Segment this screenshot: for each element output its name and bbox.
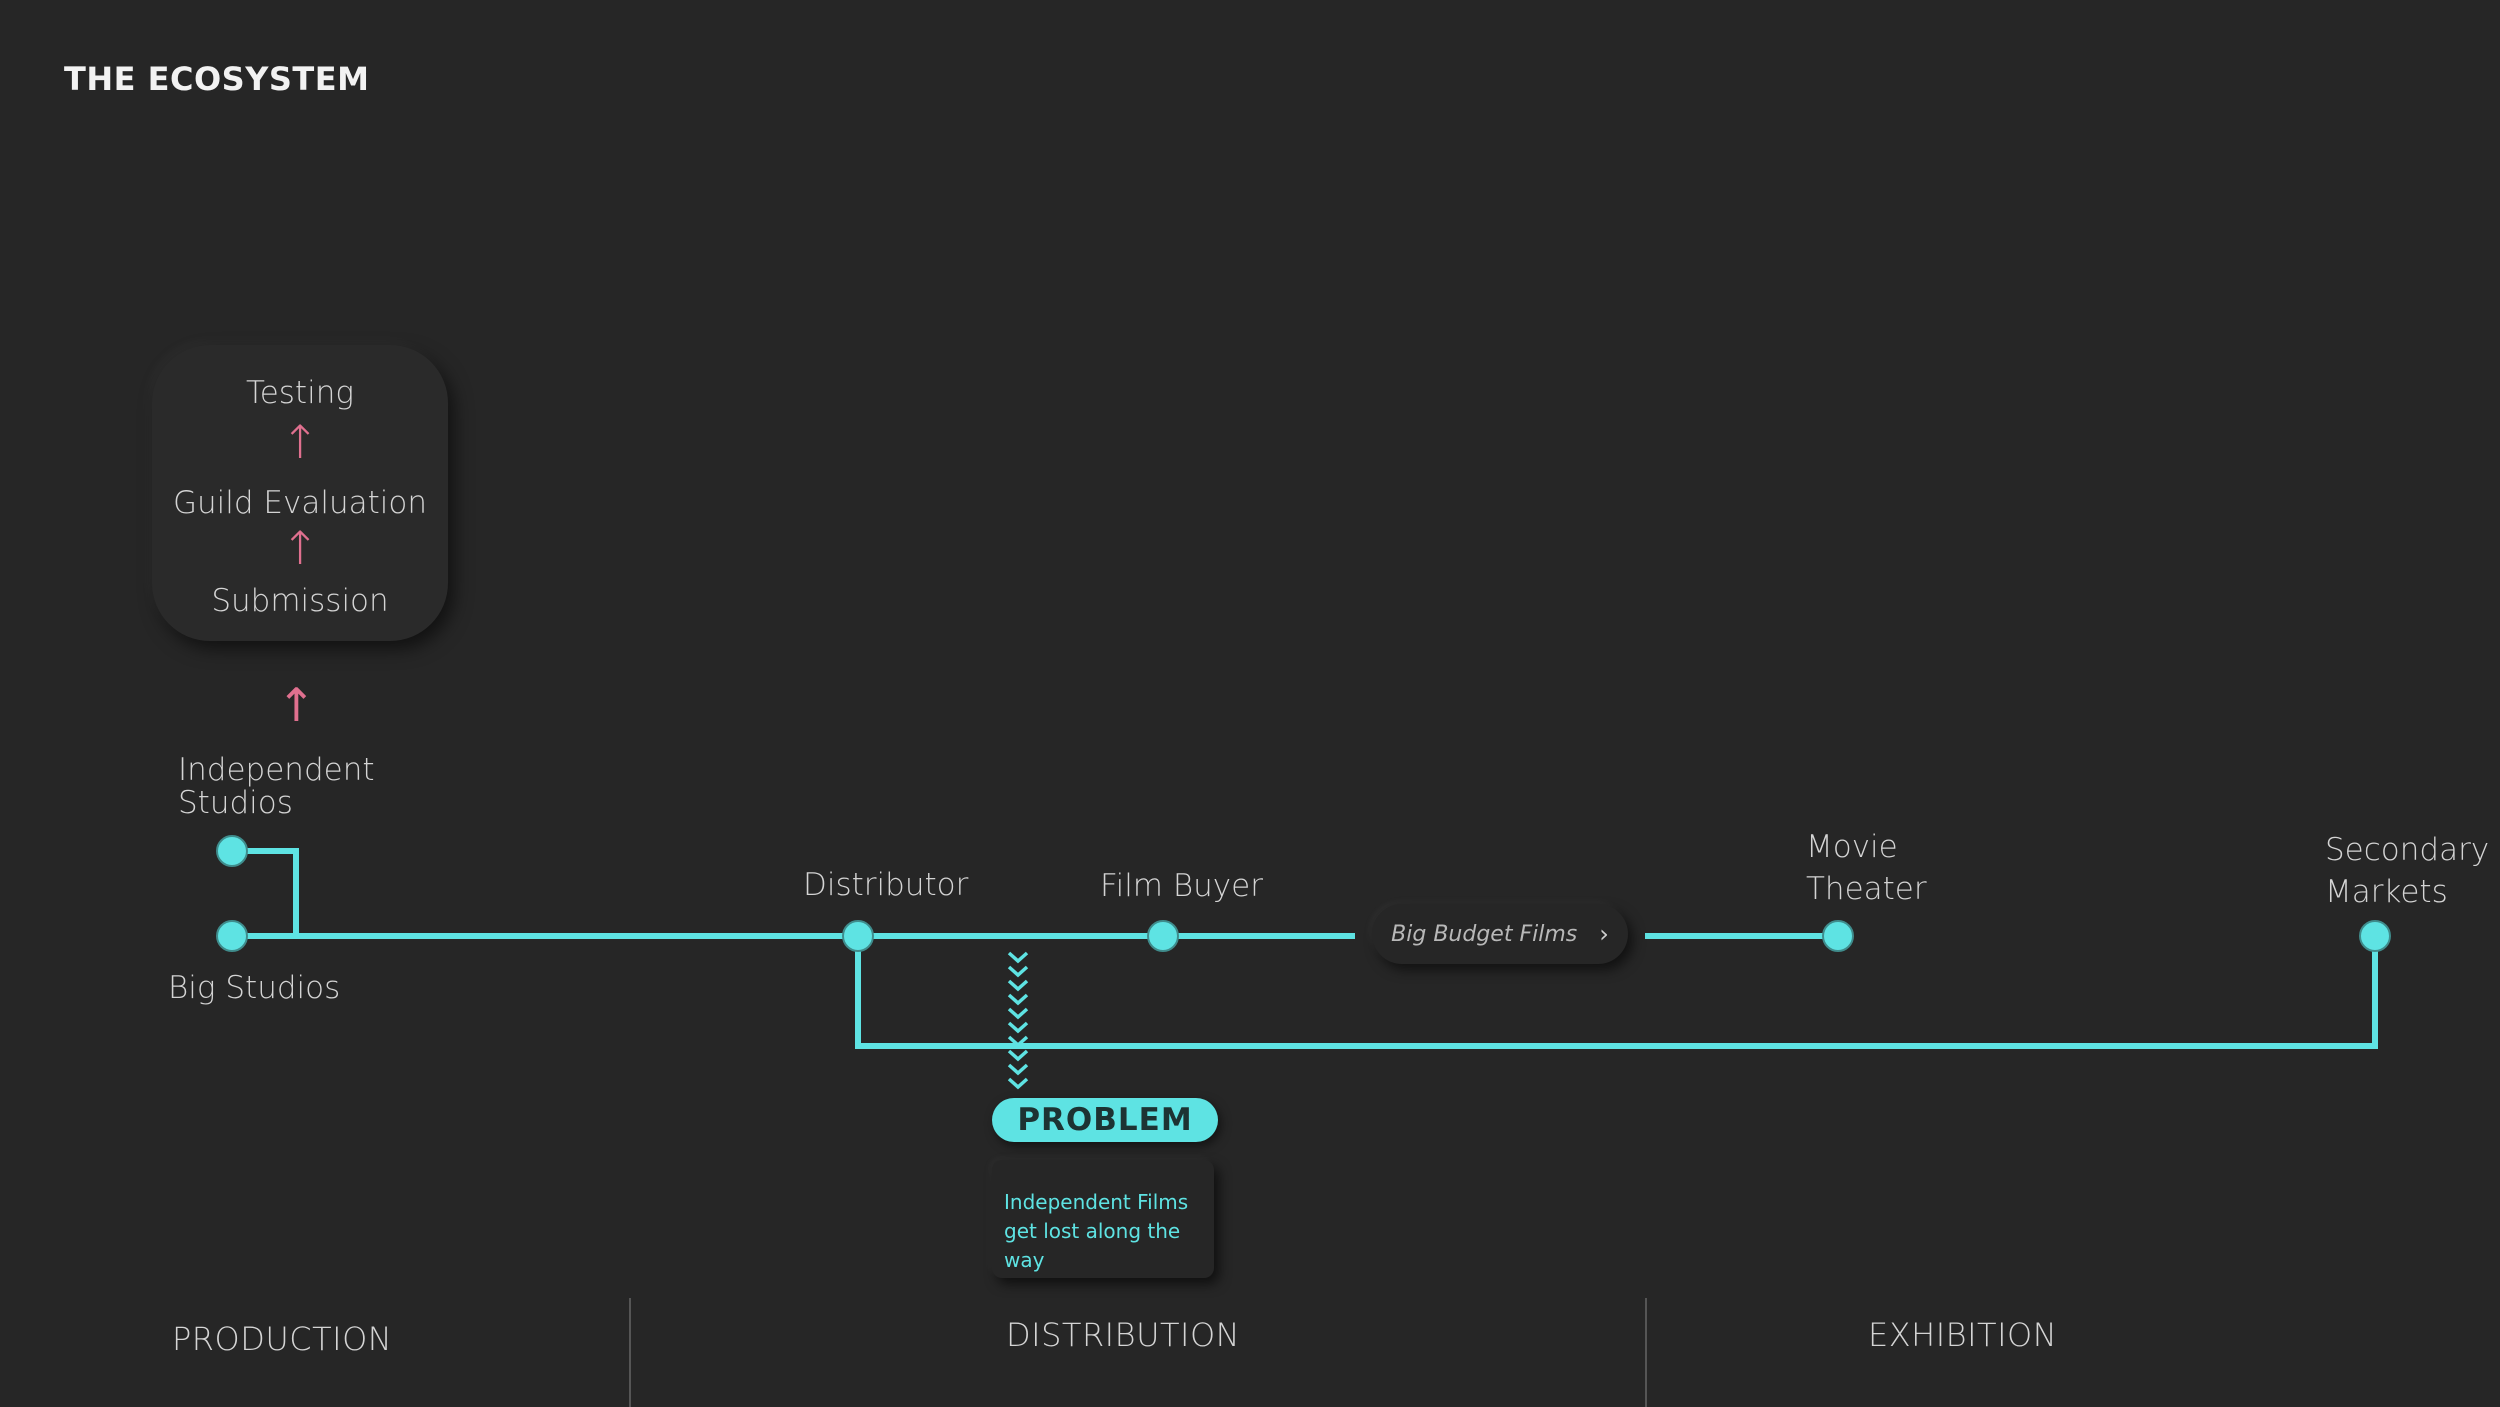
- label-secondary-markets: Secondary Markets: [2325, 832, 2490, 911]
- label-big-studios: Big Studios: [168, 970, 341, 1006]
- node-independent-studios: [216, 835, 248, 867]
- stage-submission: Submission: [211, 583, 389, 619]
- evaluation-stage-box: Testing ↑ Guild Evaluation ↑ Submission: [152, 345, 448, 641]
- phase-divider: [1645, 1298, 1647, 1407]
- node-secondary-markets: [2359, 920, 2391, 952]
- page-title: THE ECOSYSTEM: [64, 60, 370, 98]
- label-movie-theater: Movie Theater: [1806, 829, 1927, 908]
- problem-badge: PROBLEM: [992, 1098, 1218, 1142]
- independent-connector: [232, 848, 299, 936]
- phase-divider: [629, 1298, 631, 1407]
- node-film-buyer: [1147, 920, 1179, 952]
- up-arrow-icon: ↑: [277, 678, 316, 732]
- up-arrow-icon: ↑: [280, 521, 320, 575]
- secondary-market-line: [855, 936, 2378, 1049]
- big-budget-films-pill[interactable]: Big Budget Films ›: [1372, 904, 1628, 964]
- problem-line-2: get lost along the way: [1004, 1219, 1181, 1272]
- up-arrow-icon: ↑: [280, 415, 320, 469]
- node-big-studios: [216, 920, 248, 952]
- phase-production: PRODUCTION: [172, 1320, 393, 1358]
- node-movie-theater: [1822, 920, 1854, 952]
- chevron-down-stack: [1007, 951, 1029, 1090]
- label-independent-studios: Independent Studios: [178, 752, 375, 822]
- label-distributor: Distributor: [803, 867, 969, 903]
- stage-guild-evaluation: Guild Evaluation: [173, 485, 427, 521]
- phase-exhibition: EXHIBITION: [1868, 1316, 2058, 1354]
- pill-label: Big Budget Films: [1391, 921, 1578, 947]
- problem-line-1: Independent Films: [1004, 1190, 1189, 1214]
- stage-testing: Testing: [246, 375, 354, 411]
- label-film-buyer: Film Buyer: [1100, 868, 1263, 904]
- chevron-right-icon: ›: [1599, 920, 1609, 948]
- problem-card: Independent Films get lost along the way: [992, 1160, 1214, 1278]
- node-distributor: [842, 920, 874, 952]
- phase-distribution: DISTRIBUTION: [1006, 1316, 1241, 1354]
